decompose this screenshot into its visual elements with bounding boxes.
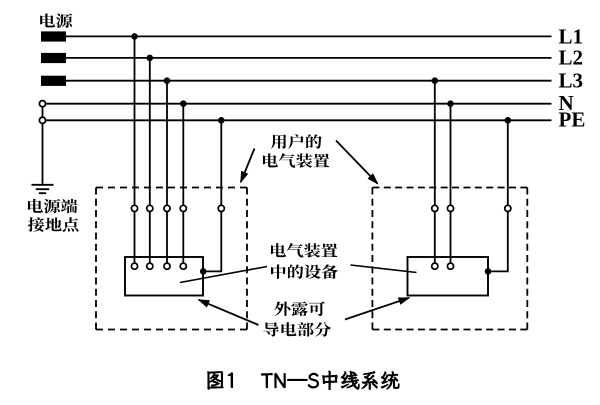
svg-text:L2: L2 bbox=[559, 46, 584, 70]
svg-text:L1: L1 bbox=[559, 25, 584, 49]
svg-text:N: N bbox=[559, 91, 574, 115]
svg-text:PE: PE bbox=[559, 108, 586, 132]
svg-text:L3: L3 bbox=[559, 69, 584, 93]
